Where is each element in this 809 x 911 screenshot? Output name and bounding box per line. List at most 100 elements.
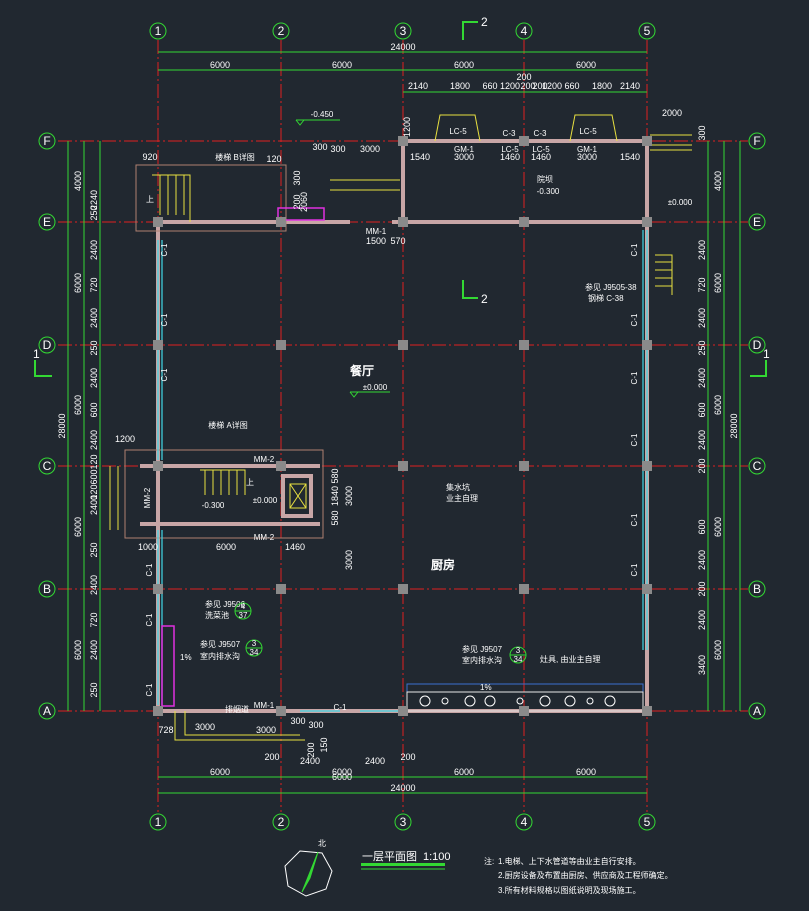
axis-label: E [43, 215, 51, 229]
stair-label: 楼梯 A详图 [208, 420, 248, 430]
dim-text: 3000 [195, 722, 215, 732]
axis-label: 2 [278, 815, 285, 829]
dim-text: 1540 [620, 152, 640, 162]
dim-text: 1200 [402, 117, 412, 137]
dim-text: 600 [89, 469, 99, 484]
dim-text: 250 [89, 340, 99, 355]
column [398, 584, 408, 594]
dim-text: 2400 [697, 368, 707, 388]
left-detail-dims: 2240250240072024002502400600240012060012… [89, 190, 99, 698]
dim-text: 3000 [454, 152, 474, 162]
burner-icon [586, 697, 594, 705]
column [153, 461, 163, 471]
callout-sheet: 34 [250, 648, 259, 657]
dim-text: 720 [89, 612, 99, 627]
dim-text: 2060 [299, 192, 309, 212]
dim-total-width-bottom: 24000 [390, 783, 415, 793]
stairs-and-bays [109, 114, 692, 741]
dimension-lines [67, 51, 741, 794]
column [276, 461, 286, 471]
callout-drain-left: 参见 J9507 室内排水沟 3 34 [200, 639, 263, 661]
window-tag: C-1 [630, 313, 639, 326]
dim-text: 3000 [344, 486, 354, 506]
section-mark-label: 1 [763, 347, 770, 361]
dim-text: 2400 [697, 240, 707, 260]
dim-text: 2400 [89, 430, 99, 450]
axis-bubble-row-B: B [38, 580, 56, 598]
dim-text: 4000 [73, 171, 83, 191]
section-mark-label: 2 [481, 15, 488, 29]
window-tag: C-3 [534, 129, 547, 138]
column [642, 461, 652, 471]
dim-text: 120 [89, 484, 99, 499]
axis-bubble-row-C-right: C [748, 457, 766, 475]
north-label: 北 [318, 839, 326, 848]
axis-bubble-row-D: D [38, 336, 56, 354]
notes-title: 注: [484, 856, 494, 866]
dim-total-width: 24000 [390, 42, 415, 52]
dim-text: 6000 [73, 395, 83, 415]
dim-text: 6000 [73, 640, 83, 660]
dim-text: 300 [697, 125, 707, 140]
axis-bubble-col-5: 5 [638, 22, 656, 40]
dim-text: 200 [697, 581, 707, 596]
dim-text: 250 [697, 340, 707, 355]
column [153, 217, 163, 227]
note-label: 业主自理 [446, 493, 478, 503]
axis-label: A [753, 704, 761, 718]
axis-bubble-row-F-right: F [748, 132, 766, 150]
dim-top-center: 200 [516, 72, 531, 82]
dim-text: 580 [330, 468, 340, 483]
column [276, 584, 286, 594]
drawing-scale: 1:100 [423, 851, 451, 863]
window-tag: LC-5 [532, 145, 550, 154]
dim-total-depth: 28000 [57, 413, 67, 438]
level-entry: -0.300 [202, 501, 225, 510]
note-line: 3.所有材料规格以图纸说明及现场施工。 [498, 885, 641, 895]
dim-text: 1200 [115, 434, 135, 444]
callout-wash-basin: 参见 J9506 洗菜池 4 37 [205, 599, 252, 620]
dim-text: 3000 [256, 725, 276, 735]
axis-label: 4 [521, 815, 528, 829]
column [642, 584, 652, 594]
column [398, 340, 408, 350]
dim-text: 6000 [713, 640, 723, 660]
north-arrow: 北 [284, 839, 333, 897]
dim-text: 200 [292, 194, 302, 209]
axis-label: 1 [155, 815, 162, 829]
door-tag: GM-1 [454, 145, 475, 154]
dim-text: 720 [697, 277, 707, 292]
note-label: 集水坑 [446, 482, 470, 492]
window-tag: C-1 [630, 371, 639, 384]
dim-text: 2400 [697, 550, 707, 570]
axis-label: A [43, 704, 51, 718]
dim-text: 600 [697, 402, 707, 417]
dim-text: 2240 [89, 190, 99, 210]
window-tag: C-1 [145, 563, 154, 576]
dim-text: 1200 [542, 81, 562, 91]
section-mark-1-left: 1 [33, 347, 52, 377]
burner-icon [564, 695, 576, 707]
axis-label: E [753, 215, 761, 229]
dim-text: 2400 [89, 308, 99, 328]
axis-label: 4 [521, 24, 528, 38]
dim-text: 6000 [73, 517, 83, 537]
burner-icon [419, 695, 431, 707]
dim-text: 6000 [713, 395, 723, 415]
column [153, 340, 163, 350]
callout-drain-kitchen: 参见 J9507 室内排水沟 3 34 [462, 644, 527, 665]
callout-num: 4 [241, 602, 246, 611]
burner-icon [604, 695, 616, 707]
column [519, 461, 529, 471]
dim-text: 1000 [138, 542, 158, 552]
column [276, 706, 286, 716]
dim-text: 2400 [697, 610, 707, 630]
section-mark-2-top: 2 [462, 15, 488, 40]
axis-bubble-row-A-right: A [748, 702, 766, 720]
dim-text: 600 [89, 402, 99, 417]
dim-text: 3000 [344, 550, 354, 570]
axis-bubbles: 1 2 3 4 5 1 2 3 4 5 F E D C B A F E D C … [38, 22, 766, 831]
